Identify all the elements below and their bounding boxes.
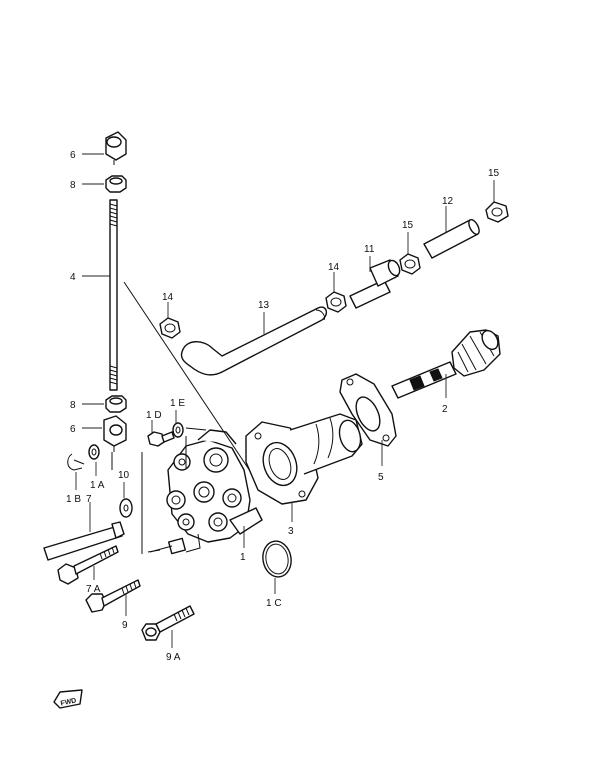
callout-6-lower: 6 [70,424,76,435]
part-oil-pump-body [149,429,263,555]
callout-14-right: 14 [328,262,340,273]
part-threaded-rod [109,199,118,391]
part-bolt-9a [141,605,195,641]
part-nut-lower [105,395,127,413]
assembly-lines [111,281,253,554]
part-washer-10 [119,498,133,518]
callout-14-left: 14 [162,292,174,303]
part-swivel-joint-upper [105,131,127,165]
callout-15-left: 15 [402,220,414,231]
part-swivel-joint-lower [103,415,127,452]
callout-13: 13 [258,300,270,311]
callout-9a: 9 A [166,652,181,663]
part-gear-shaft [391,329,501,399]
part-hose-clip-left [159,317,181,339]
callout-4: 4 [70,272,76,283]
callout-8-lower: 8 [70,400,76,411]
callout-1e: 1 E [170,398,185,409]
callout-9: 9 [122,620,128,631]
callout-1b: 1 B [66,494,81,505]
callout-1c: 1 C [266,598,282,609]
callout-15-right: 15 [488,168,500,179]
callout-2: 2 [442,404,448,415]
callout-5: 5 [378,472,384,483]
callout-1a: 1 A [90,480,105,491]
callout-1d: 1 D [146,410,162,421]
part-bolt-1d [147,431,175,447]
part-hose-clip-15-left [399,253,421,275]
part-connector-nipple [349,259,401,309]
callout-10: 10 [118,470,130,481]
part-hose [180,306,328,376]
callout-12: 12 [442,196,454,207]
callout-6-upper: 6 [70,150,76,161]
part-short-hose [423,218,480,259]
part-bolt-7a [57,545,119,585]
part-gasket [339,373,397,447]
part-nut-upper [105,175,127,193]
part-hose-clip-15-right [485,201,509,223]
callout-8-upper: 8 [70,180,76,191]
callout-11: 11 [364,244,375,255]
fwd-arrow-icon: FWD [53,689,83,709]
part-clip-pin [67,453,85,471]
callout-1: 1 [240,552,246,563]
part-bolt-9 [85,579,141,613]
part-housing [245,413,363,505]
callout-7: 7 [86,494,92,505]
part-hose-clip-right [325,291,347,313]
fwd-label: FWD [60,697,77,707]
part-washer-1e [172,422,184,438]
callout-7a: 7 A [86,584,101,595]
part-pin-7 [43,521,125,561]
callout-3: 3 [288,526,294,537]
part-o-ring [262,540,292,578]
part-washer-1a [88,444,100,460]
